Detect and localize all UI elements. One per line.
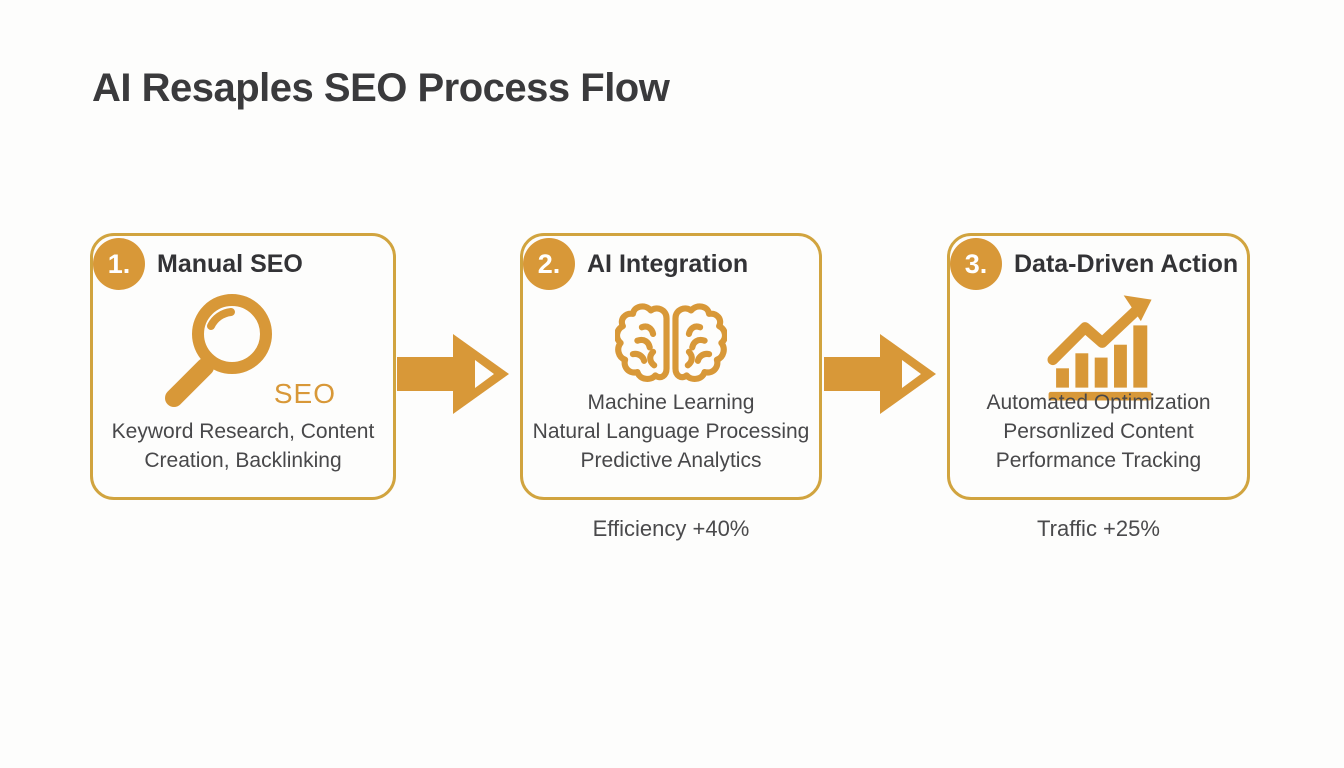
step-card-data-driven-action: 3. Data-Driven Action Automated Optimiza… [947, 233, 1250, 500]
magnifying-glass-seo-icon: SEO [148, 288, 338, 418]
flow-arrow-icon [397, 334, 509, 414]
step-number-badge: 2. [523, 238, 575, 290]
step-description: Keyword Research, Content Creation, Back… [111, 420, 375, 472]
step-number-badge: 1. [93, 238, 145, 290]
seo-icon-label: SEO [273, 378, 336, 409]
brain-icon [615, 303, 727, 382]
step-heading: Manual SEO [157, 250, 303, 278]
step-heading: AI Integration [587, 250, 749, 278]
step-number-badge: 3. [950, 238, 1002, 290]
step-description: Machine Learning Natural Language Proces… [532, 391, 810, 472]
page-title: AI Resaples SEO Process Flow [92, 66, 670, 110]
growth-bar-chart-icon [1047, 295, 1152, 401]
step-card-manual-seo: 1. Manual SEO SEO Keyword Research, Cont… [90, 233, 396, 500]
step-heading: Data-Driven Action [1014, 250, 1239, 278]
traffic-stat: Traffic +25% [1037, 516, 1160, 541]
flow-arrow-icon [824, 334, 936, 414]
efficiency-stat: Efficiency +40% [592, 516, 750, 541]
step-card-ai-integration: 2. AI Integration [520, 233, 822, 500]
step-description: Automated Optimization Persσnlized Conte… [986, 391, 1211, 472]
